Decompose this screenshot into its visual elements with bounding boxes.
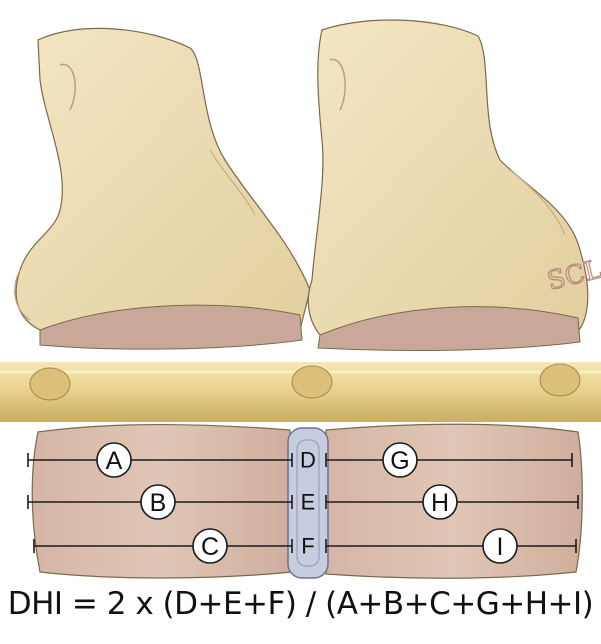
svg-text:A: A [106,447,123,475]
label-g: G [383,443,417,477]
right-vertebra-process: SCL [308,20,601,351]
label-b: B [141,485,175,519]
label-a: A [97,443,131,477]
vertebrae-illustration: SCL A [0,0,601,580]
ligament-node-right [540,364,580,396]
label-h: H [423,485,457,519]
label-c: C [193,529,227,563]
dhi-formula: DHI = 2 x (D+E+F) / (A+B+C+G+H+I) [0,586,601,622]
label-e: E [301,490,316,515]
label-i: I [483,529,517,563]
svg-text:I: I [497,533,504,561]
ligament-node-middle [292,366,332,398]
left-vertebra-process [15,28,310,349]
svg-text:C: C [201,533,219,561]
longitudinal-ligament [0,362,601,422]
svg-text:H: H [431,489,449,517]
svg-text:G: G [390,447,409,475]
label-d: D [300,448,316,473]
label-f: F [301,534,314,559]
ligament-node-left [30,368,70,400]
svg-text:B: B [150,489,167,517]
